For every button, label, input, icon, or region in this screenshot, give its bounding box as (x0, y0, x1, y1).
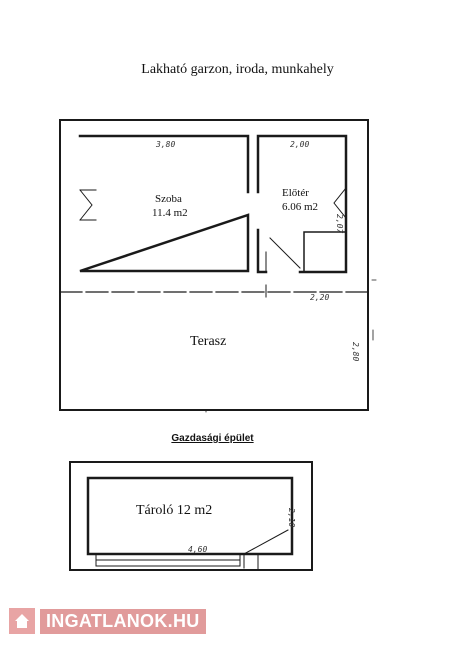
tarolo-width-dimension: 4,60 (188, 545, 208, 554)
eloter-side-dimension: 2,07 (335, 214, 344, 234)
eloter-partition (303, 231, 347, 273)
szoba-walls (78, 134, 250, 273)
szoba-window (79, 189, 97, 221)
terasz-width-dimension: 2,20 (310, 293, 330, 302)
room-tarolo-label: Tároló 12 m2 (136, 503, 213, 518)
tarolo-side-dimension: 2,10 (287, 508, 296, 528)
plan-title: Lakható garzon, iroda, munkahely (141, 62, 334, 77)
main-building-outline (59, 119, 369, 411)
door-swing-outbuilding (243, 529, 289, 571)
house-icon (9, 608, 35, 634)
outbuilding-inner (86, 476, 294, 556)
watermark-text: INGATLANOK.HU (40, 608, 206, 634)
room-szoba-name: Szoba (155, 193, 182, 205)
room-terasz-name: Terasz (190, 334, 227, 349)
room-eloter-area: 6.06 m2 (282, 201, 319, 213)
room-szoba-area: 11.4 m2 (152, 207, 188, 219)
room-eloter-name: Előtér (282, 187, 309, 199)
eloter-walls (256, 134, 348, 274)
outbuilding-section-title: Gazdasági épület (171, 433, 254, 444)
outbuilding-outer (69, 461, 313, 571)
door-swing-eloter (269, 237, 301, 269)
terasz-depth-dimension: 2,80 (351, 342, 360, 362)
watermark-logo: INGATLANOK.HU (9, 608, 206, 634)
eloter-window (333, 187, 347, 219)
outbuilding-bottom-window (95, 553, 241, 567)
szoba-width-dimension: 3,80 (156, 140, 176, 149)
eloter-width-dimension: 2,00 (290, 140, 310, 149)
